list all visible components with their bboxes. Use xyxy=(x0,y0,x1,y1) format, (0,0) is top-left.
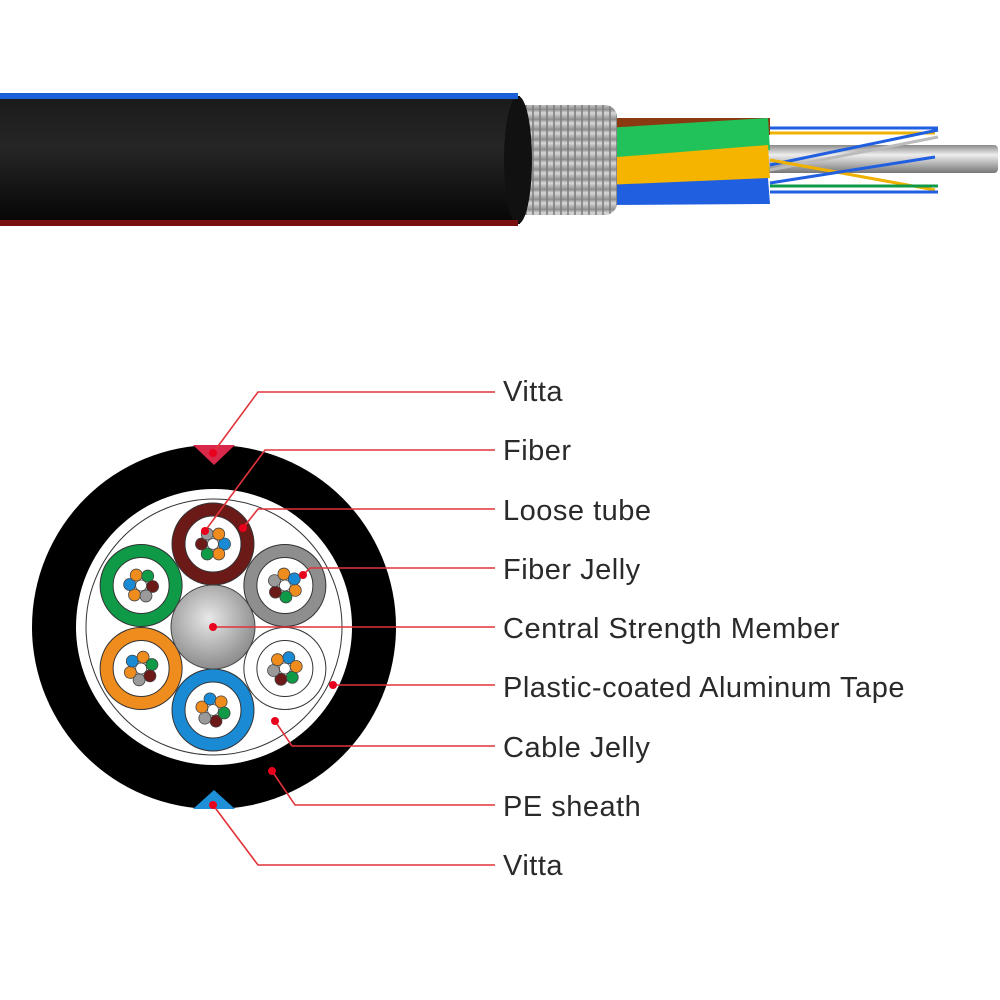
label-pe-sheath: PE sheath xyxy=(503,791,641,823)
fiber xyxy=(268,574,281,588)
tube-blue xyxy=(605,178,770,205)
label-fiber: Fiber xyxy=(503,435,572,467)
fiber xyxy=(200,547,214,561)
fiber xyxy=(289,660,303,673)
fiber xyxy=(198,711,212,725)
labels: Vitta Fiber Loose tube Fiber Jelly Centr… xyxy=(503,376,905,882)
fiber xyxy=(203,692,217,706)
fiber xyxy=(279,590,293,604)
vitta-stripe-blue xyxy=(0,93,518,99)
fiber xyxy=(217,706,231,720)
label-fiber-jelly: Fiber Jelly xyxy=(503,554,641,586)
fiber xyxy=(143,669,157,683)
fiber xyxy=(145,658,159,671)
fiber xyxy=(212,547,226,561)
fiber-strands xyxy=(769,126,939,194)
vitta-stripe-red xyxy=(0,220,518,226)
fiber xyxy=(282,651,296,665)
loose-tube xyxy=(99,544,183,627)
label-vitta-bottom: Vitta xyxy=(503,850,563,882)
fiber xyxy=(287,572,301,586)
fiber xyxy=(195,537,208,551)
fiber xyxy=(277,567,291,581)
label-cable-jelly: Cable Jelly xyxy=(503,732,650,764)
fiber xyxy=(123,578,137,591)
fiber xyxy=(285,670,299,684)
fiber xyxy=(129,568,143,582)
fiber xyxy=(269,585,282,599)
loose-tube xyxy=(171,668,255,752)
label-central-strength-member: Central Strength Member xyxy=(503,613,840,645)
fiber xyxy=(123,666,137,679)
fiber xyxy=(141,569,155,583)
fiber xyxy=(136,650,150,664)
fiber xyxy=(274,672,288,686)
fiber xyxy=(267,664,280,677)
fiber xyxy=(218,537,231,551)
label-vitta-top: Vitta xyxy=(503,376,563,408)
fiber xyxy=(125,654,139,668)
cable-side-view xyxy=(0,93,998,226)
fiber xyxy=(271,653,284,667)
loose-tube xyxy=(243,627,327,710)
fiber xyxy=(195,700,209,714)
loose-tube xyxy=(243,544,327,627)
central-rod xyxy=(760,145,998,173)
fiber xyxy=(146,580,159,593)
tube-yellow xyxy=(605,145,770,190)
label-loose-tube: Loose tube xyxy=(503,495,652,527)
leader-lines xyxy=(201,391,495,866)
outer-sheath xyxy=(0,96,520,224)
armor-tape xyxy=(505,105,617,215)
loose-tube xyxy=(171,502,255,586)
fiber xyxy=(212,527,226,541)
label-aluminum-tape: Plastic-coated Aluminum Tape xyxy=(503,672,905,704)
vitta-bottom-marker xyxy=(193,790,235,809)
loose-tube xyxy=(99,627,183,710)
fiber xyxy=(139,589,153,603)
fiber xyxy=(214,695,228,709)
